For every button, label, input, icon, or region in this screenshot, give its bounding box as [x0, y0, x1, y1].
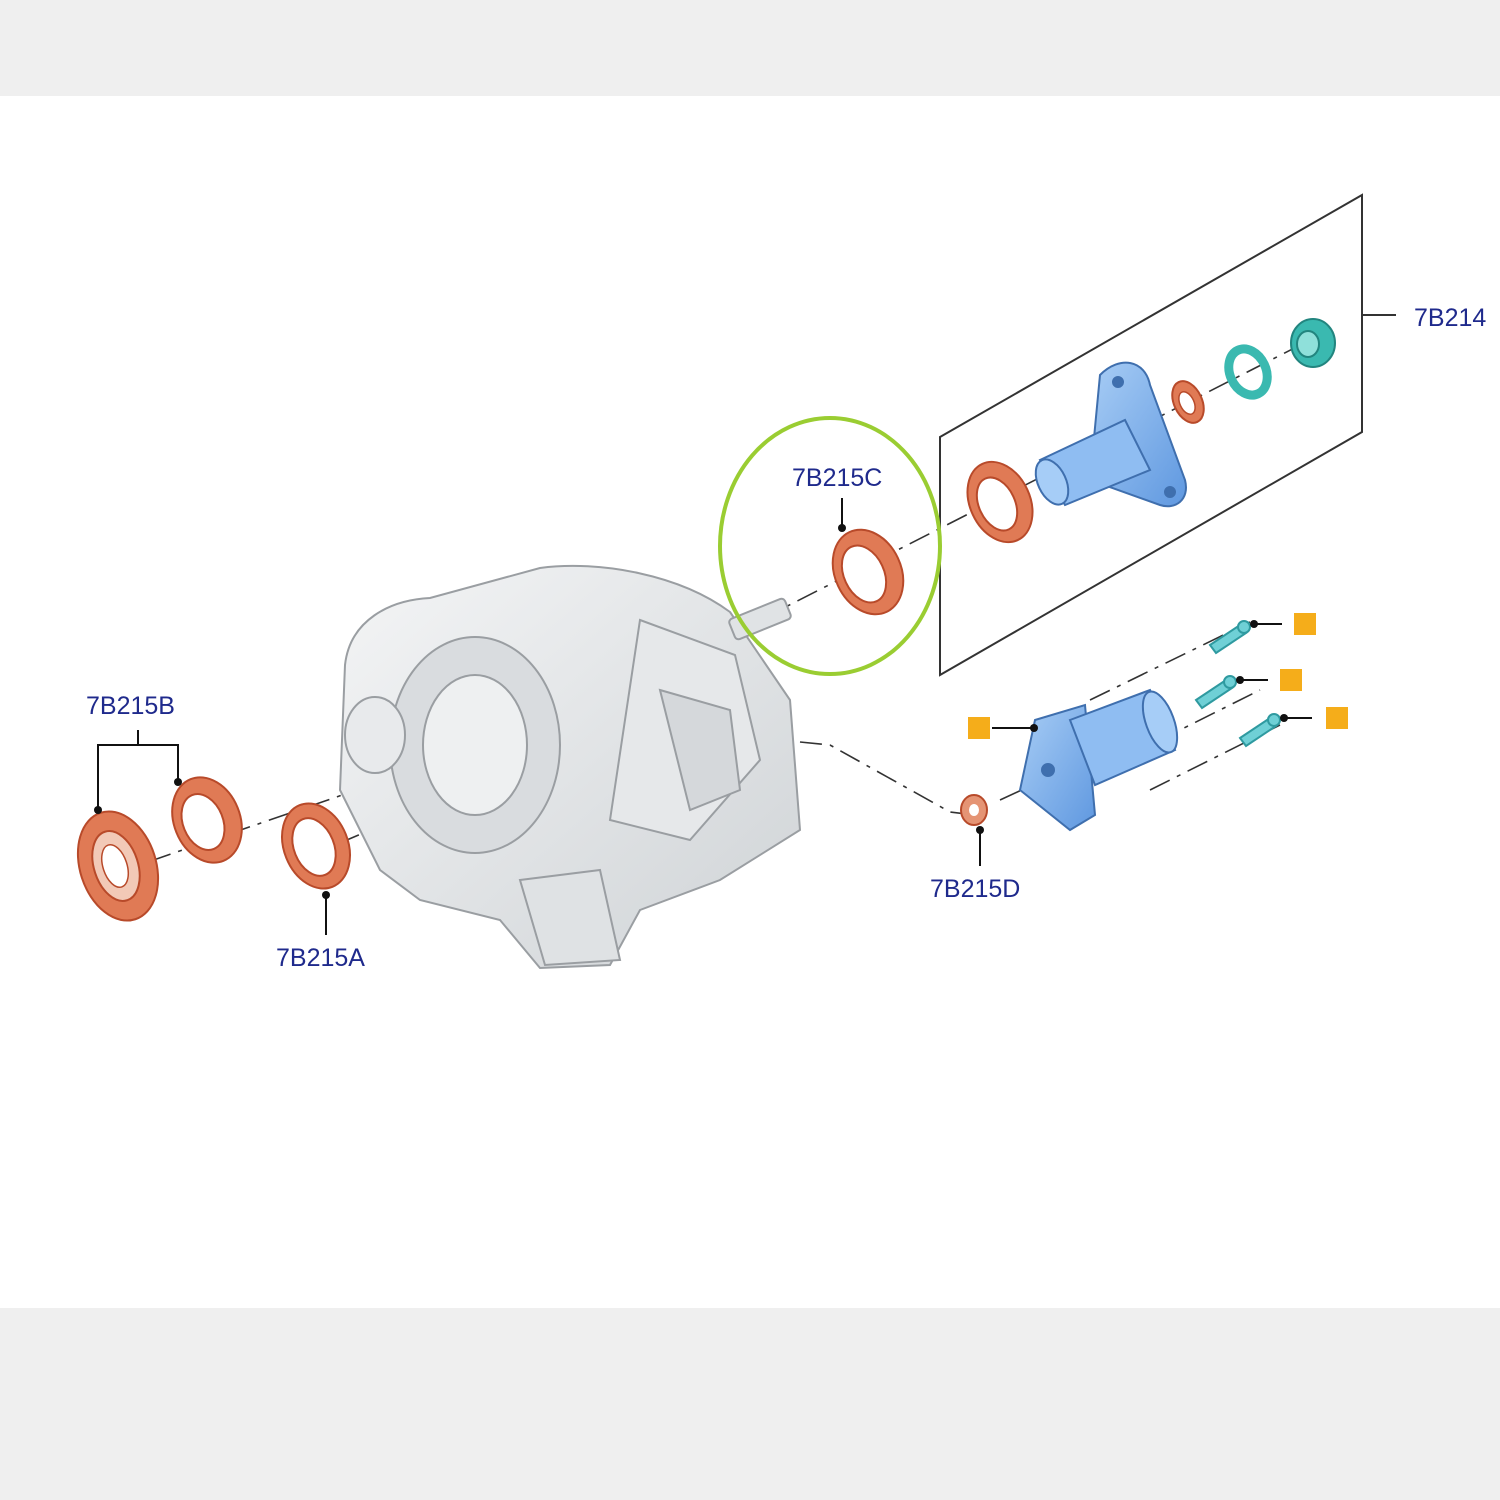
bolt-icon: [1194, 675, 1237, 710]
marker-square-icon: [1326, 707, 1348, 729]
transmission-housing: [338, 564, 802, 970]
seal-7B215D: [960, 794, 988, 826]
actuator-kit: [1034, 361, 1187, 508]
teal-ring: [1224, 344, 1272, 400]
assembly-frame: [939, 193, 1396, 677]
seal-7B214-small: [1171, 380, 1205, 424]
seal-7B215B-inner: [171, 776, 243, 864]
seal-7B214-large: [966, 460, 1034, 544]
label-7B215D: 7B215D: [930, 875, 1020, 903]
seal-7B215B-outer: [76, 810, 160, 922]
seal-7B215C: [831, 528, 905, 616]
leader-dots: [1030, 620, 1288, 732]
label-7B215C: 7B215C: [792, 464, 882, 492]
bolt-icon: [1208, 620, 1251, 655]
actuator-installed: [1018, 688, 1179, 832]
callout-leaders: [97, 498, 981, 935]
teal-cap: [1290, 318, 1336, 368]
marker-square-icon: [1280, 669, 1302, 691]
marker-square-icon: [968, 717, 990, 739]
callout-dots: [94, 524, 984, 899]
marker-square-icon: [1294, 613, 1316, 635]
top-gray-band: [0, 0, 1500, 96]
highlight-circle-icon: [718, 416, 942, 676]
label-7B214: 7B214: [1414, 304, 1486, 332]
label-7B215A: 7B215A: [276, 944, 365, 972]
bolt-icon: [1238, 713, 1281, 748]
bottom-gray-band: [0, 1308, 1500, 1500]
marker-leaders: [992, 623, 1312, 729]
seal-7B215A: [281, 802, 351, 890]
label-7B215B: 7B215B: [86, 692, 175, 720]
